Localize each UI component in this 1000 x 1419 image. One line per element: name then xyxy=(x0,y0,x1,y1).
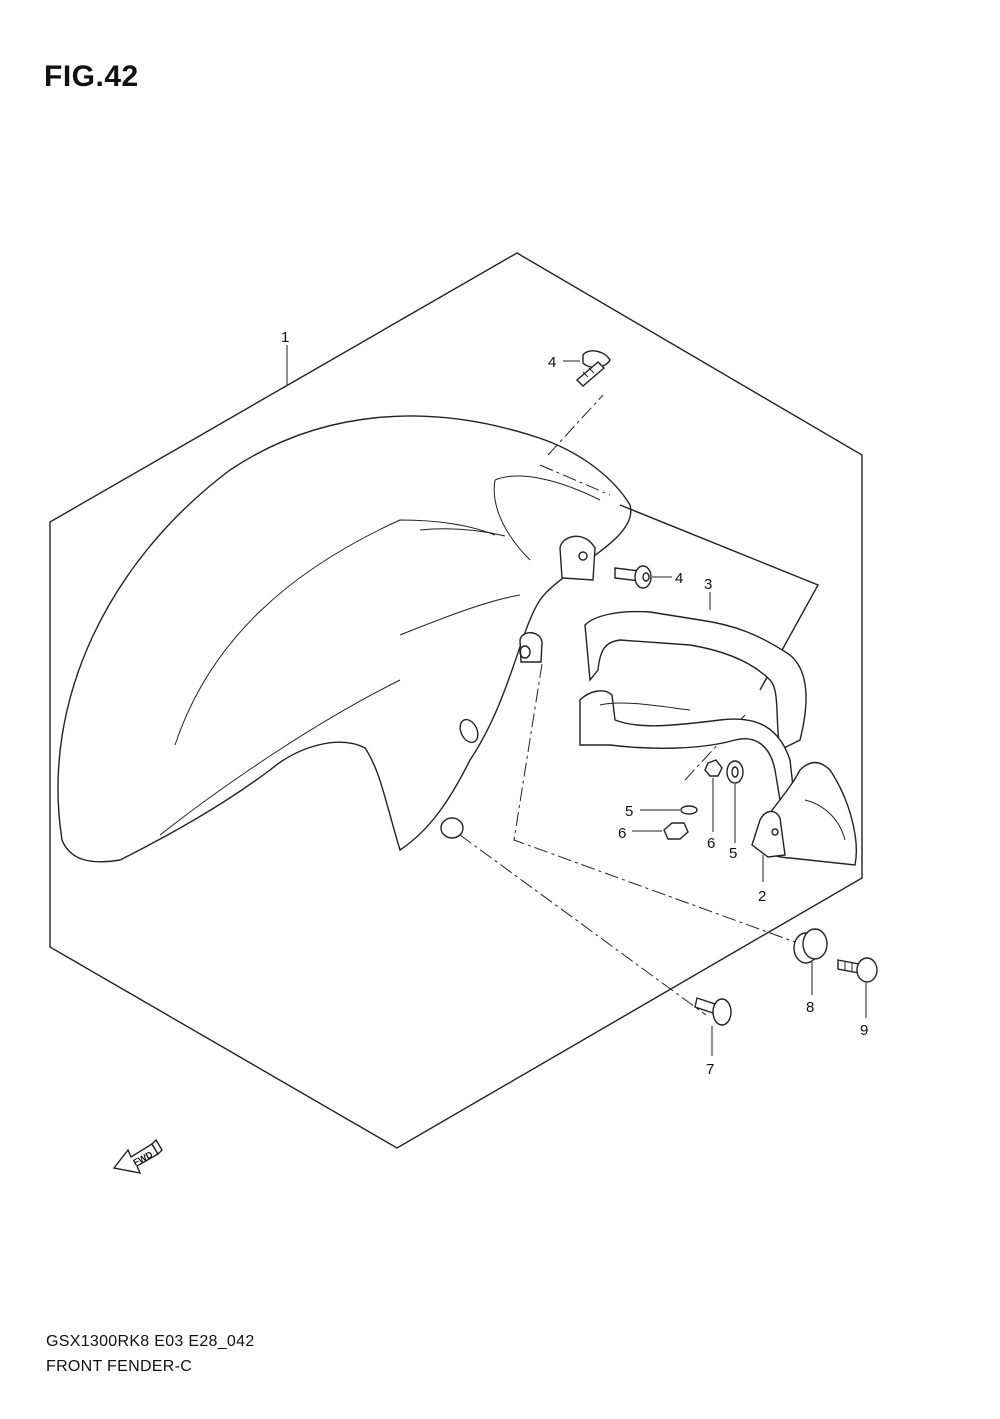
leader-line xyxy=(547,394,604,456)
figure-title: FIG.42 xyxy=(44,60,139,93)
callout-number: 6 xyxy=(707,835,715,852)
screw-part[interactable] xyxy=(575,350,611,387)
callout-number: 6 xyxy=(618,825,626,842)
leader-line xyxy=(513,663,796,943)
callout-number: 1 xyxy=(281,329,289,346)
callout-leaders xyxy=(286,345,867,1056)
section-name: FRONT FENDER-C xyxy=(46,1358,193,1375)
callout-number: 9 xyxy=(860,1022,868,1039)
inner-bracket-part[interactable] xyxy=(579,610,807,807)
callout-number: 4 xyxy=(548,354,556,371)
front-fender-part[interactable] xyxy=(57,415,632,863)
callout-number: 3 xyxy=(704,576,712,593)
nut-part[interactable] xyxy=(663,759,723,840)
inner-panel-part[interactable] xyxy=(751,761,857,866)
washer-part[interactable] xyxy=(680,760,744,815)
screw-part[interactable] xyxy=(614,565,652,589)
forward-arrow-icon: FWD xyxy=(112,1138,163,1174)
callout-number: 7 xyxy=(706,1061,714,1078)
callout-number: 5 xyxy=(729,845,737,862)
leader-line xyxy=(459,834,707,1016)
callout-number: 4 xyxy=(675,570,683,587)
assembly-boundary xyxy=(49,252,863,1149)
callout-number: 2 xyxy=(758,888,766,905)
grommet-part[interactable] xyxy=(793,928,828,964)
callout-number: 8 xyxy=(806,999,814,1016)
leader-line xyxy=(684,714,746,781)
callout-number: 5 xyxy=(625,803,633,820)
screw-part[interactable] xyxy=(694,997,732,1026)
leader-line xyxy=(539,464,611,496)
model-code: GSX1300RK8 E03 E28_042 xyxy=(46,1333,255,1350)
screw-part[interactable] xyxy=(837,957,878,983)
